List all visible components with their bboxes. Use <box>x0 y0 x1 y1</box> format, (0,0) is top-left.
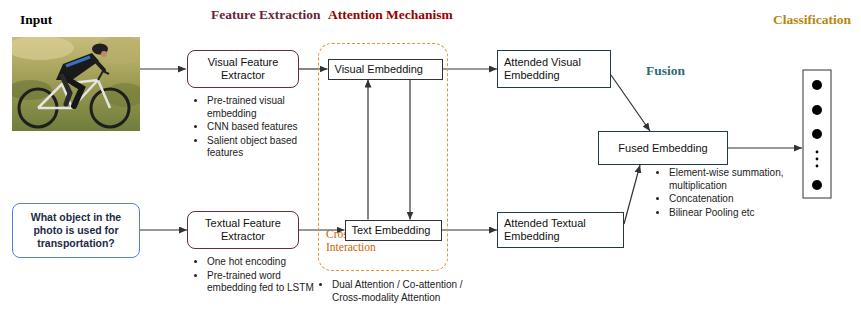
output-neuron <box>812 80 822 90</box>
box-label: Attended Visual Embedding <box>504 56 604 82</box>
ellipsis-dot <box>816 158 819 161</box>
box-label: Fused Embedding <box>618 142 707 155</box>
bullet-note: Concatenation <box>669 193 798 206</box>
stage-heading: Classification <box>773 12 851 28</box>
flow-arrow <box>409 80 410 220</box>
stage-heading: Feature Extraction <box>211 7 321 23</box>
cyclist-photo <box>12 37 140 131</box>
flow-arrow <box>299 68 328 69</box>
photo-blur <box>12 37 74 60</box>
rider-stripe <box>66 57 90 66</box>
flow-arrow <box>624 165 640 224</box>
output-neuron <box>812 105 822 115</box>
box-label: Text Embedding <box>352 224 431 237</box>
rider-leg <box>62 76 82 106</box>
bullet-note: Element-wise summation, multiplication <box>669 167 798 192</box>
flow-arrow <box>442 229 498 230</box>
bullet-list: Pre-trained visual embeddingCNN based fe… <box>193 95 317 161</box>
question-box: What object in the photo is used for tra… <box>12 203 140 258</box>
rider-leg <box>62 76 70 104</box>
box-label: Visual Feature Extractor <box>194 56 292 82</box>
bike-handlebar <box>98 71 109 80</box>
flow-arrow <box>443 68 498 69</box>
ellipsis-dot <box>816 165 819 168</box>
rider-face <box>101 51 107 57</box>
extractor-box: Textual Feature Extractor <box>187 211 299 249</box>
flow-arrow <box>140 229 187 230</box>
bullet-list: Element-wise summation, multiplicationCo… <box>655 167 798 220</box>
bullet-note: CNN based features <box>207 121 317 134</box>
bullet-note: Bilinear Pooling etc <box>669 207 798 220</box>
embedding-box: Text Embedding <box>345 220 442 241</box>
bullet-list: One hot encodingPre-trained word embeddi… <box>193 256 317 296</box>
bullet-list: Dual Attention / Co-attention / Cross-mo… <box>318 279 483 305</box>
output-arrow <box>728 147 802 148</box>
attention-region: Cross Modality InteractionVisual Embeddi… <box>318 43 448 271</box>
bullet-note: One hot encoding <box>207 256 317 269</box>
classifier-box <box>803 70 831 198</box>
bullet-note: Pre-trained word embedding fed to LSTM <box>207 270 317 295</box>
input-arrow <box>140 68 186 69</box>
stage-heading: Fusion <box>646 63 685 79</box>
stage-heading: Input <box>20 12 52 28</box>
classifier-output <box>803 70 831 198</box>
output-neuron <box>812 180 822 190</box>
box-label: Visual Embedding <box>335 63 423 76</box>
ellipsis-dot <box>816 151 819 154</box>
stage-heading: Attention Mechanism <box>328 7 453 23</box>
extractor-box: Visual Feature Extractor <box>187 50 299 88</box>
flow-arrow <box>367 80 368 220</box>
bullet-note: Salient object based features <box>207 135 317 160</box>
output-neuron <box>812 129 822 139</box>
attended-box: Attended Textual Embedding <box>497 212 624 248</box>
box-label: What object in the photo is used for tra… <box>19 211 133 250</box>
embedding-box: Visual Embedding <box>328 59 443 80</box>
bullet-note: Pre-trained visual embedding <box>207 95 317 120</box>
bullet-note: Dual Attention / Co-attention / Cross-mo… <box>332 279 483 304</box>
rider-arm <box>93 58 104 70</box>
fusion-box: Fused Embedding <box>598 131 728 165</box>
box-label: Attended Textual Embedding <box>504 217 617 243</box>
attended-box: Attended Visual Embedding <box>497 50 611 88</box>
flow-arrow <box>611 75 650 131</box>
box-label: Textual Feature Extractor <box>194 217 292 243</box>
